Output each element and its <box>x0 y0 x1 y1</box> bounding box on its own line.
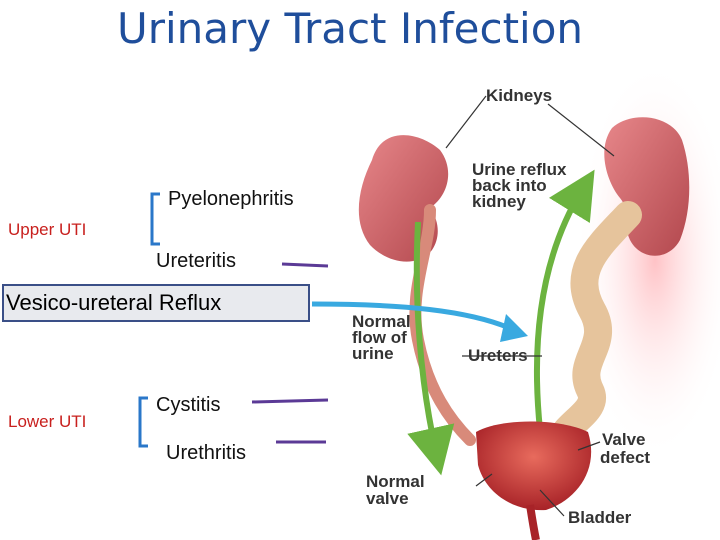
bladder <box>476 421 592 511</box>
lower-uti-bracket <box>138 396 148 448</box>
normal-valve-label-2: valve <box>366 489 409 508</box>
right-ureter <box>546 201 642 454</box>
normal-flow-label-3: urine <box>352 344 394 363</box>
reflux-arrow <box>311 301 516 333</box>
left-ureter <box>409 204 476 446</box>
right-kidney <box>604 117 690 256</box>
pointer-lines <box>445 95 615 517</box>
normal-valve-label-1: Normal <box>366 472 425 491</box>
valve-defect-label-1: Valve <box>602 430 646 449</box>
upper-uti-bracket <box>150 192 160 246</box>
kidneys-pointer-right <box>547 103 615 157</box>
normal-flow-label-1: Normal <box>352 312 411 331</box>
urine-reflux-label-1: Urine reflux <box>472 160 567 179</box>
urine-reflux-label-3: kidney <box>472 192 526 211</box>
bladder-label: Bladder <box>568 508 632 527</box>
page-title: Urinary Tract Infection <box>116 4 584 53</box>
valve-defect-label-2: defect <box>600 448 651 467</box>
normal-flow-label-2: flow of <box>352 328 407 347</box>
kidneys-pointer-left <box>445 95 487 149</box>
lower-uti-label: Lower UTI <box>8 412 87 431</box>
bladder-pointer <box>539 489 565 517</box>
kidneys-label: Kidneys <box>486 86 553 105</box>
cystitis-connector <box>251 398 329 404</box>
pyelonephritis-label: Pyelonephritis <box>168 188 294 210</box>
cystitis-label: Cystitis <box>156 394 221 416</box>
ureters-label: Ureters <box>468 346 528 365</box>
reflux-arrowhead <box>500 314 528 342</box>
urethritis-label: Urethritis <box>166 442 247 464</box>
normal-valve-pointer <box>475 473 493 487</box>
reflux-label: Vesico-ureteral Reflux <box>6 290 222 315</box>
reflux-flow-arrow <box>533 169 595 431</box>
ureteritis-label: Ureteritis <box>156 250 237 272</box>
reflux-box <box>2 284 310 322</box>
ureteritis-connector <box>281 262 329 268</box>
upper-uti-label: Upper UTI <box>8 220 87 239</box>
left-kidney <box>358 135 449 262</box>
urethra <box>526 504 540 540</box>
urine-reflux-label-2: back into <box>472 176 547 195</box>
normal-flow-arrow <box>407 221 455 476</box>
valve-defect-pointer <box>577 441 601 451</box>
